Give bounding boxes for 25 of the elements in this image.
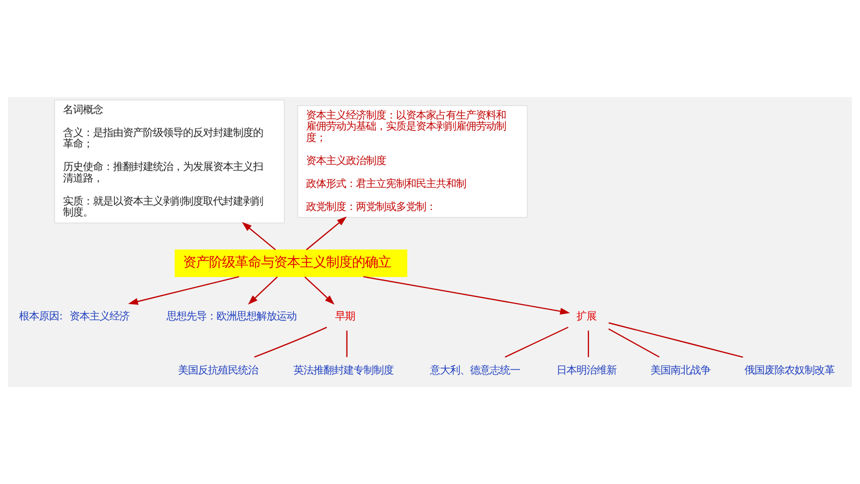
arrow xyxy=(242,222,276,250)
node-text: 英法推翻封建专制制度 xyxy=(294,364,394,376)
node-box: 资产阶级革命与资本主义制度的确立 xyxy=(174,249,408,278)
node-box: 资本主义经济制度：以资本家占有生产资料和雇佣劳动为基础，实质是资本剥削雇佣劳动制度； 资本主义政治制度 政体形式：君主立宪制和民主共和制 政党制度：两党制或多党制： xyxy=(297,105,528,218)
node-box: 名词概念 含义：是指由资产阶级领导的反对封建制度的革命； 历史使命：推翻封建统治，为发展资本主义扫清道路， 实质：就是以资本主义剥削制度取代封建剥削制度。 xyxy=(54,100,285,224)
arrow xyxy=(304,276,335,305)
arrow xyxy=(306,216,347,250)
connector xyxy=(608,322,744,358)
connector xyxy=(608,328,660,358)
node-text: 根本原因: 资本主义经济 xyxy=(19,310,130,323)
connector xyxy=(254,326,327,358)
node-text: 扩展 xyxy=(576,310,596,323)
node-text: 日本明治维新 xyxy=(556,364,616,376)
arrow xyxy=(248,276,278,305)
connector xyxy=(346,330,348,358)
arrow xyxy=(128,276,240,305)
node-text: 意大利、德意志统一 xyxy=(430,364,520,376)
connector xyxy=(588,330,590,358)
node-text: 早期 xyxy=(334,310,355,323)
arrow xyxy=(363,276,570,315)
node-text: 美国南北战争 xyxy=(650,364,710,376)
node-text: 俄国废除农奴制改革 xyxy=(744,364,835,376)
node-text: 美国反抗殖民统治 xyxy=(178,364,258,376)
connector xyxy=(504,326,568,358)
node-text: 思想先导：欧洲思想解放运动 xyxy=(166,310,296,323)
